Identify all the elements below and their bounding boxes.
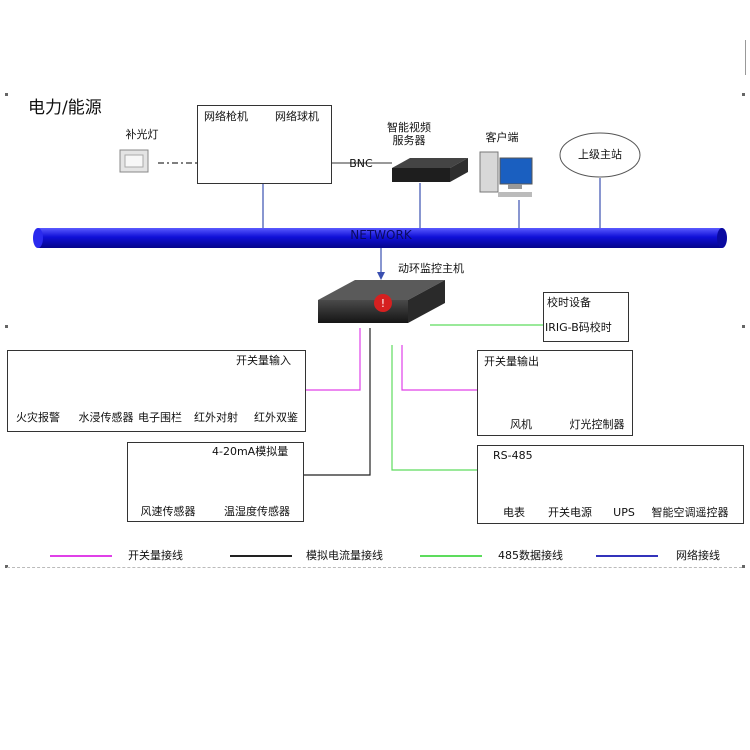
client-label: 客户端 bbox=[485, 131, 519, 144]
switch-input-box bbox=[7, 350, 306, 432]
upper-station-label: 上级主站 bbox=[578, 148, 622, 161]
switch-output-title: 开关量输出 bbox=[484, 355, 539, 368]
legend-label: 网络接线 bbox=[676, 549, 720, 562]
irig-label: IRIG-B码校时 bbox=[545, 321, 612, 334]
camera-group-box bbox=[197, 105, 332, 184]
switch-input-item: 火灾报警 bbox=[16, 411, 60, 424]
legend-label: 模拟电流量接线 bbox=[306, 549, 383, 562]
switch-output-box bbox=[477, 350, 633, 436]
switch-output-item: 灯光控制器 bbox=[569, 418, 625, 431]
network-bus bbox=[33, 228, 727, 248]
arrow-head bbox=[377, 272, 385, 280]
monitor-host-device: ! bbox=[318, 280, 445, 323]
switch-input-item: 电子围栏 bbox=[138, 411, 182, 424]
analog-line bbox=[302, 328, 371, 476]
video-server-label: 智能视频 服务器 bbox=[387, 121, 431, 147]
rs485-box bbox=[477, 445, 744, 524]
switch-output-item: 风机 bbox=[510, 418, 532, 431]
rs485-item: 智能空调遥控器 bbox=[651, 506, 729, 519]
fill-light-label: 补光灯 bbox=[125, 128, 159, 141]
switch-input-line bbox=[304, 328, 361, 391]
switch-input-item: 红外双鉴 bbox=[254, 411, 298, 424]
corner-tick bbox=[5, 93, 8, 96]
gun-camera-label: 网络枪机 bbox=[204, 110, 248, 123]
upper-station-oval bbox=[559, 132, 641, 178]
legend-label: 开关量接线 bbox=[128, 549, 183, 562]
switch-input-item: 红外对射 bbox=[194, 411, 238, 424]
video-server-device bbox=[392, 158, 468, 182]
legend-label: 485数据接线 bbox=[498, 549, 563, 562]
analog-title: 4-20mA模拟量 bbox=[212, 445, 289, 458]
corner-tick bbox=[742, 93, 745, 96]
analog-item: 风速传感器 bbox=[140, 505, 196, 518]
rs485-item: UPS bbox=[613, 506, 635, 519]
legend-divider bbox=[7, 567, 742, 568]
svg-text:!: ! bbox=[381, 297, 385, 310]
host-label: 动环监控主机 bbox=[398, 262, 464, 275]
rs485-item: 电表 bbox=[503, 506, 525, 519]
rs485-line bbox=[391, 345, 477, 471]
switch-input-title: 开关量输入 bbox=[236, 354, 291, 367]
corner-tick bbox=[5, 325, 8, 328]
diagram-title: 电力/能源 bbox=[28, 98, 102, 118]
fill-light-device bbox=[119, 149, 149, 173]
client-computer bbox=[479, 151, 533, 197]
edge-line bbox=[745, 40, 746, 75]
switch-output-line bbox=[401, 345, 477, 391]
rs485-item: 开关电源 bbox=[548, 506, 592, 519]
network-bus-label: NETWORK bbox=[350, 228, 412, 242]
analog-item: 温湿度传感器 bbox=[224, 505, 290, 518]
bnc-label: BNC bbox=[349, 157, 373, 170]
corner-tick bbox=[5, 565, 8, 568]
corner-tick bbox=[742, 325, 745, 328]
corner-tick bbox=[742, 565, 745, 568]
time-sync-box bbox=[543, 292, 629, 342]
dome-camera-label: 网络球机 bbox=[275, 110, 319, 123]
switch-input-item: 水浸传感器 bbox=[78, 411, 134, 424]
analog-box bbox=[127, 442, 304, 522]
rs485-title: RS-485 bbox=[493, 449, 533, 462]
time-sync-title: 校时设备 bbox=[547, 296, 591, 309]
